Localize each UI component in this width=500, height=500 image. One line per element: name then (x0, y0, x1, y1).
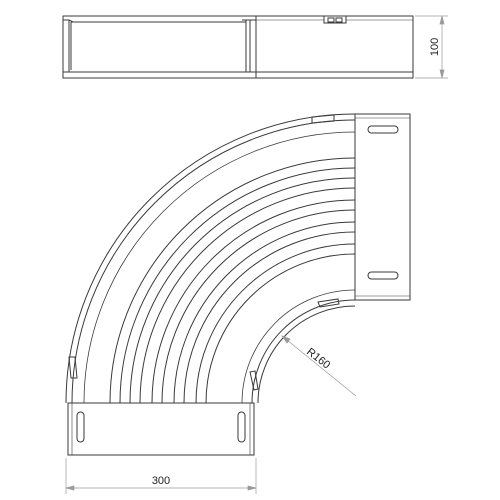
bottom-plate-slot-right (237, 411, 246, 443)
bend-channel-edge-inner (241, 289, 356, 404)
bend-inner-wall-inner (257, 305, 356, 404)
bend-outer-wall (65, 113, 356, 404)
radius-leader (281, 335, 357, 397)
side-view-left-end (63, 19, 74, 72)
side-view-connector (323, 15, 347, 24)
height-dimension (415, 15, 448, 79)
bend-outer-wall-inner (71, 119, 356, 404)
width-dim-label: 300 (152, 475, 170, 487)
side-view-body (62, 15, 414, 79)
radius-dim-label: R160 (304, 346, 332, 372)
plan-view (65, 113, 411, 456)
right-plate-slot-bottom (367, 271, 399, 280)
side-view (62, 15, 414, 79)
width-dimension (65, 458, 257, 494)
right-plate-slot-top (367, 125, 399, 134)
bottom-end-plate (67, 402, 255, 456)
perforation-slots (109, 157, 356, 404)
bend-channel-edge-outer (83, 131, 356, 404)
bend-inner-wall (251, 299, 356, 404)
dimensions (65, 15, 448, 494)
inner-wall-clips (249, 298, 340, 391)
outer-wall-clips (68, 114, 335, 379)
bottom-plate-slot-left (76, 411, 85, 443)
right-end-plate (354, 113, 411, 301)
side-view-channel-right (242, 16, 257, 78)
height-dim-label: 100 (429, 38, 441, 56)
